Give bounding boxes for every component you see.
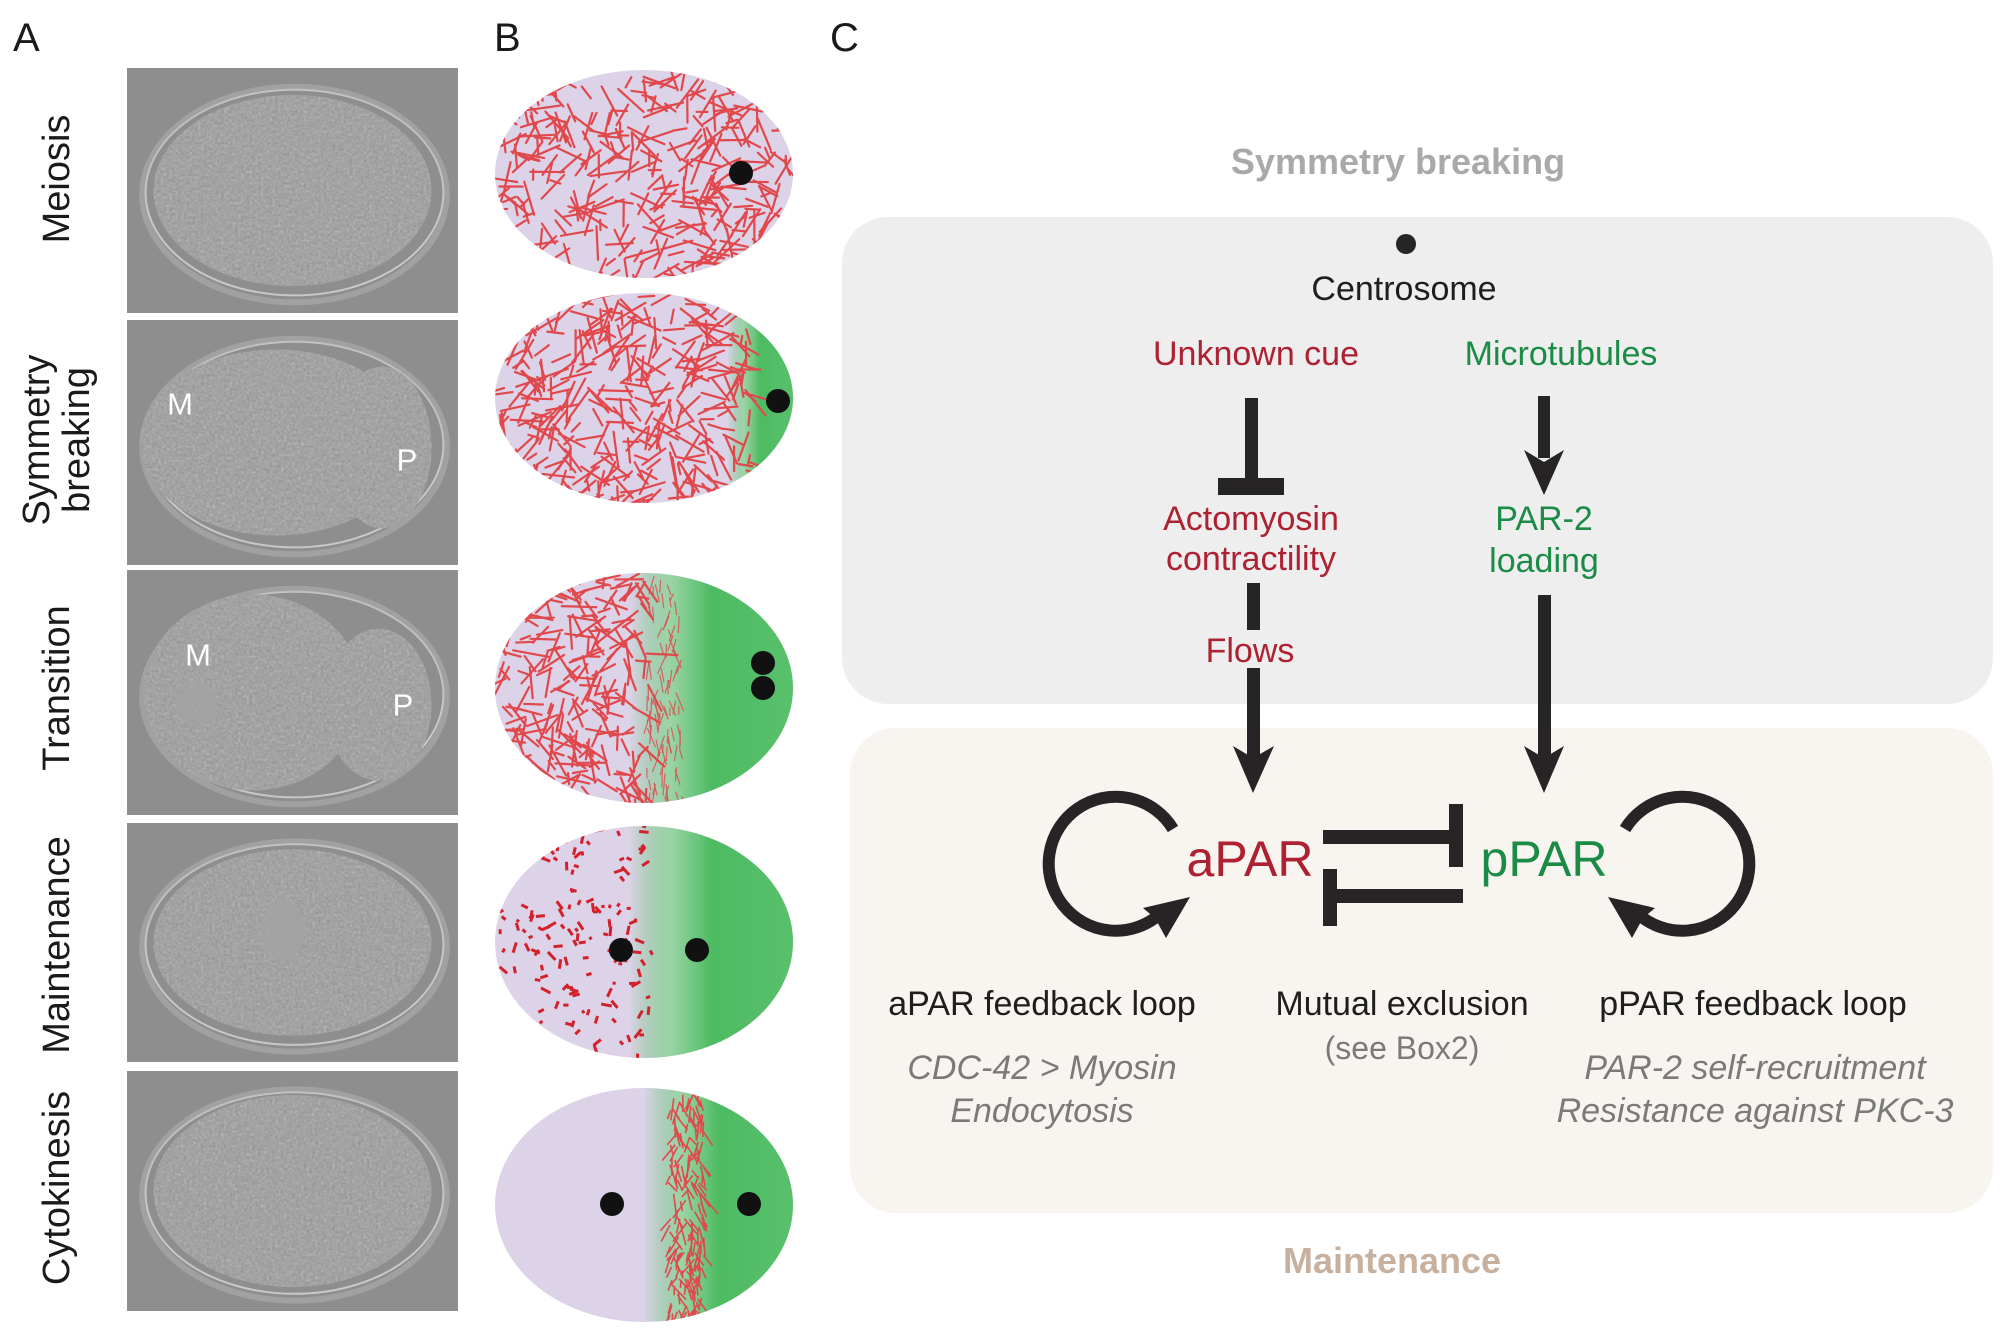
mutual-exclusion-detail: (see Box2) (1324, 1030, 1480, 1066)
inhibition-apar-to-ppar-shaft (1323, 830, 1458, 844)
marker-m: M (185, 637, 211, 673)
arrow-par2-head-icon (1524, 746, 1564, 793)
apar-loop-detail-1: CDC-42 > Myosin (907, 1049, 1177, 1087)
inhibition-apar-to-ppar-bar (1449, 804, 1463, 867)
arrow-flows-head-icon (1233, 746, 1274, 793)
centrosome-icon (685, 938, 709, 962)
actomyosin-label-line1: Actomyosin (1163, 500, 1339, 538)
dic-image-cytokinesis (127, 1071, 458, 1311)
connector-actomyosin-flows (1247, 583, 1260, 630)
ppar-node: pPAR (1480, 831, 1608, 887)
centrosome-icon (737, 1192, 761, 1216)
ppar-feedback-loop-icon (1619, 790, 1756, 937)
maintenance-box (850, 728, 1993, 1213)
marker-p: P (392, 687, 414, 723)
actomyosin-label-line2: contractility (1165, 540, 1337, 578)
arrow-microtubules-head-icon (1524, 450, 1564, 495)
apar-node: aPAR (1186, 831, 1314, 887)
centrosome-icon (600, 1192, 624, 1216)
ppar-loop-detail-2: Resistance against PKC-3 (1556, 1092, 1954, 1130)
centrosome-dot-icon (1396, 234, 1416, 254)
ppar-loop-arrowhead-icon (1608, 897, 1655, 938)
dic-image-meiosis (127, 68, 458, 313)
inhibition-unknown-cue-bar (1218, 478, 1284, 495)
mutual-exclusion-title: Mutual exclusion (1275, 985, 1529, 1023)
apar-feedback-loop-icon (1042, 790, 1179, 937)
par2-label-line2: loading (1489, 542, 1599, 580)
inhibition-ppar-to-apar-shaft (1330, 889, 1463, 903)
centrosome-icon (609, 938, 633, 962)
microtubules-label: Microtubules (1464, 335, 1658, 373)
arrow-par2-shaft (1538, 595, 1551, 758)
symmetry-breaking-title: Symmetry breaking (1230, 141, 1566, 182)
centrosome-icon (729, 161, 753, 185)
apar-loop-detail-2: Endocytosis (950, 1092, 1134, 1130)
centrosome-label: Centrosome (1311, 270, 1497, 308)
centrosome-icon (751, 676, 775, 700)
marker-m: M (167, 386, 193, 422)
apar-loop-arrowhead-icon (1143, 897, 1190, 938)
panel-a-letter: A (13, 16, 40, 60)
panel-b-letter: B (494, 16, 521, 60)
embryo-schematic (495, 293, 793, 503)
maintenance-title: Maintenance (1282, 1240, 1502, 1281)
inhibition-ppar-to-apar-bar (1323, 869, 1337, 926)
centrosome-icon (751, 651, 775, 675)
ppar-loop-title: pPAR feedback loop (1599, 985, 1907, 1023)
embryo-schematics (495, 70, 793, 1322)
panel-c-letter: C (830, 16, 859, 60)
unknown-cue-label: Unknown cue (1152, 335, 1360, 373)
flows-label: Flows (1205, 632, 1295, 670)
arrow-microtubules-shaft (1538, 396, 1550, 458)
symmetry-breaking-box (842, 217, 1993, 704)
apar-loop-title: aPAR feedback loop (888, 985, 1196, 1023)
dic-image-transition: M P (127, 570, 458, 815)
arrow-flows-shaft (1247, 668, 1260, 758)
dic-image-symmetry-breaking: M P (127, 320, 458, 565)
inhibition-unknown-cue-shaft (1245, 398, 1258, 480)
dic-image-maintenance (127, 823, 458, 1062)
par2-label-line1: PAR-2 (1495, 500, 1593, 538)
centrosome-icon (766, 389, 790, 413)
ppar-loop-detail-1: PAR-2 self-recruitment (1584, 1049, 1926, 1087)
marker-p: P (396, 442, 418, 478)
